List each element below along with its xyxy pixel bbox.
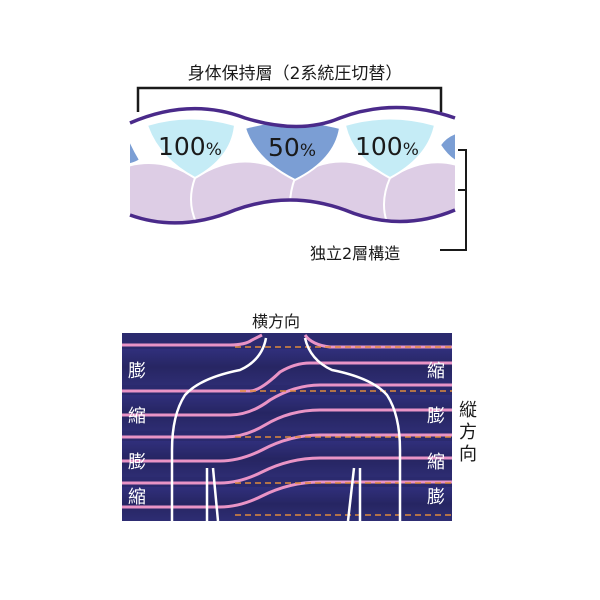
tube-lines xyxy=(122,333,452,509)
reference-dashes xyxy=(235,346,452,516)
layer-title: 身体保持層（2系統圧切替） xyxy=(187,64,403,84)
body-silhouette xyxy=(170,337,402,522)
cell-percent-1: 100% xyxy=(158,132,222,161)
left-label-1: 膨 xyxy=(128,361,146,382)
band-outline xyxy=(129,105,456,225)
left-label-3: 膨 xyxy=(128,452,146,473)
right-label-4: 膨 xyxy=(427,487,445,508)
top-bracket xyxy=(136,86,443,112)
upper-cells xyxy=(130,113,455,182)
horizontal-direction-label: 横方向 xyxy=(252,312,301,331)
structure-brackets xyxy=(440,149,467,251)
vertical-label-char-2: 方 xyxy=(459,422,477,443)
vertical-label-char-1: 縦 xyxy=(459,400,477,421)
left-label-2: 縮 xyxy=(128,406,146,427)
cell-percent-3: 100% xyxy=(355,132,419,161)
vertical-direction-label: 縦 方 向 xyxy=(458,400,478,466)
left-label-4: 縮 xyxy=(128,487,146,508)
vertical-label-char-3: 向 xyxy=(459,444,477,465)
mattress-diagram xyxy=(122,333,452,522)
right-label-3: 縮 xyxy=(427,452,445,473)
air-cell-diagram xyxy=(129,86,467,251)
structure-label: 独立2層構造 xyxy=(310,244,401,263)
right-label-2: 膨 xyxy=(427,406,445,427)
right-label-1: 縮 xyxy=(427,361,445,382)
cell-percent-2: 50% xyxy=(268,133,316,162)
